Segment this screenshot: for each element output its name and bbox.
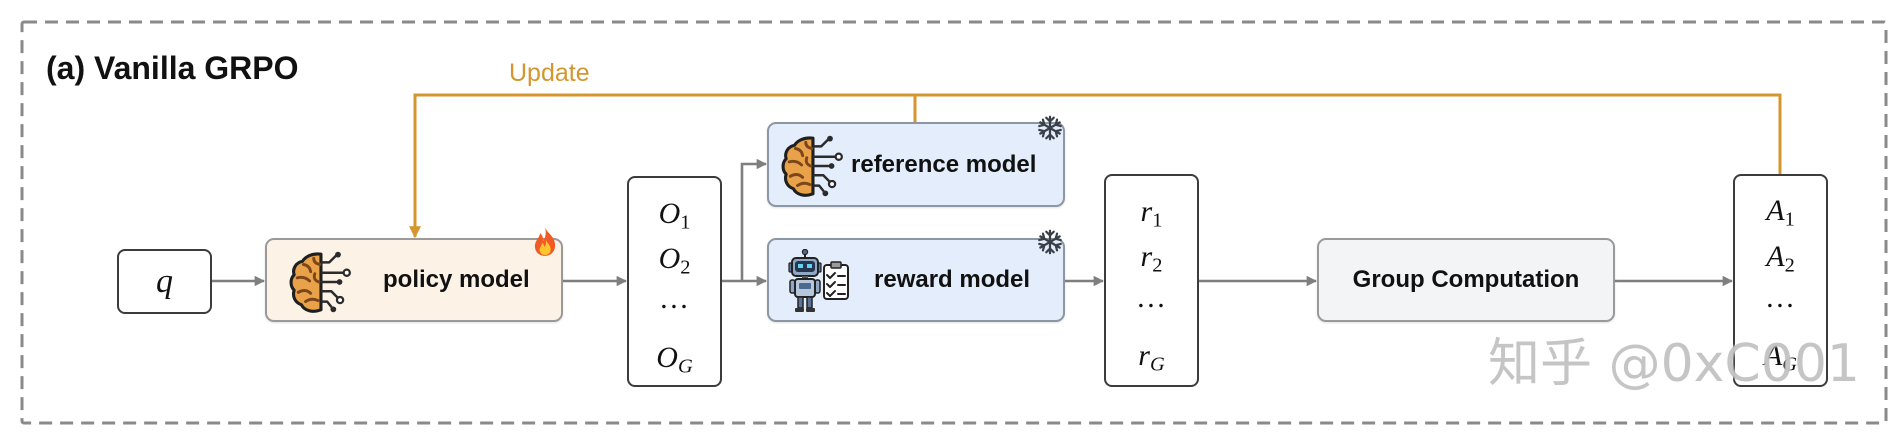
advantage-subscript: 2: [1784, 254, 1795, 277]
output-subscript: 2: [680, 256, 691, 279]
reward-item-2: r2: [1106, 237, 1197, 277]
advantage-symbol: A: [1766, 194, 1785, 227]
advantage-ellipsis: …: [1735, 278, 1826, 318]
output-item-2: O2: [629, 239, 720, 279]
policy-model-label: policy model: [383, 266, 530, 293]
advantage-item-g: AG: [1735, 336, 1826, 376]
reward-subscript: 2: [1152, 254, 1163, 277]
reward-item-1: r1: [1106, 192, 1197, 232]
reference-model-box: reference model: [767, 115, 1065, 207]
group-computation-box: Group Computation: [1317, 238, 1615, 322]
reward-subscript: 1: [1152, 209, 1163, 232]
advantage-symbol: A: [1766, 240, 1785, 273]
snowflake-icon: [1038, 229, 1062, 255]
robot-checklist-icon: [788, 249, 849, 312]
advantages-box: A1 A2 … AG: [1733, 174, 1828, 387]
advantage-subscript: G: [1782, 353, 1798, 376]
ellipsis: …: [1767, 281, 1794, 314]
rewards-box: r1 r2 … rG: [1104, 174, 1199, 387]
reward-model-label: reward model: [874, 266, 1031, 293]
policy-model-box: policy model: [265, 227, 563, 322]
group-computation-label: Group Computation: [1352, 266, 1580, 293]
reward-model-box: reward model: [767, 229, 1065, 322]
update-feedback-line: [409, 93, 1782, 239]
snowflake-icon: [1038, 115, 1062, 141]
advantage-item-1: A1: [1735, 191, 1826, 231]
query-symbol: q: [156, 262, 173, 300]
watermark: 知乎 @0xC001: [1488, 334, 1860, 394]
reward-symbol: r: [1140, 195, 1153, 228]
advantage-subscript: 1: [1784, 208, 1795, 231]
fire-icon: [534, 227, 556, 256]
reward-item-g: rG: [1106, 336, 1197, 376]
update-label: Update: [509, 59, 590, 87]
ellipsis: …: [1138, 281, 1165, 314]
reward-symbol: r: [1138, 339, 1150, 372]
output-symbol: O: [658, 197, 681, 230]
brain-circuit-icon: [781, 135, 843, 197]
reward-symbol: r: [1140, 240, 1153, 273]
output-ellipsis: …: [629, 279, 720, 319]
query-box: q: [117, 249, 212, 314]
output-subscript: 1: [680, 211, 691, 234]
brain-circuit-icon: [289, 251, 351, 313]
outputs-box: O1 O2 … OG: [627, 176, 722, 387]
output-item-1: O1: [629, 194, 720, 234]
reward-subscript: G: [1149, 353, 1165, 376]
output-item-g: OG: [629, 338, 720, 378]
output-symbol: O: [656, 341, 678, 374]
reward-ellipsis: …: [1106, 278, 1197, 318]
diagram-title: (a) Vanilla GRPO: [46, 50, 299, 86]
reference-model-label: reference model: [851, 150, 1037, 178]
ellipsis: …: [661, 282, 688, 315]
advantage-item-2: A2: [1735, 237, 1826, 277]
arrow-outputs-to-reference: [740, 158, 768, 281]
dashed-frame: [20, 20, 1888, 425]
output-symbol: O: [658, 242, 681, 275]
advantage-symbol: A: [1763, 339, 1783, 372]
output-subscript: G: [677, 355, 693, 378]
